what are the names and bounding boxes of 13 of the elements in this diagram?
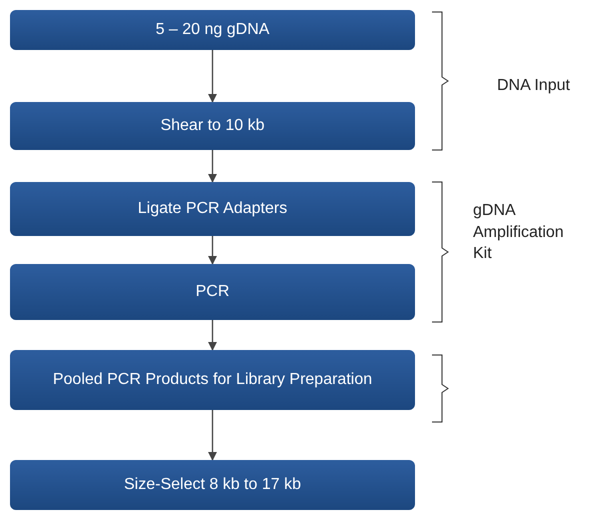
bracket-label: DNA Input bbox=[497, 76, 571, 96]
arrow bbox=[208, 236, 218, 265]
process-box: Ligate PCR Adapters bbox=[10, 182, 415, 236]
arrow bbox=[208, 50, 218, 103]
process-box: Size-Select 8 kb to 17 kb bbox=[10, 460, 415, 510]
process-box: 5 – 20 ng gDNA bbox=[10, 10, 415, 50]
process-box: Pooled PCR Products for Library Preparation bbox=[10, 350, 415, 410]
arrow bbox=[208, 320, 218, 351]
process-box: Shear to 10 kb bbox=[10, 102, 415, 150]
arrow bbox=[208, 150, 218, 183]
process-box: PCR bbox=[10, 264, 415, 320]
bracket-label: gDNA Amplification Kit bbox=[473, 201, 565, 264]
arrow bbox=[208, 410, 218, 461]
